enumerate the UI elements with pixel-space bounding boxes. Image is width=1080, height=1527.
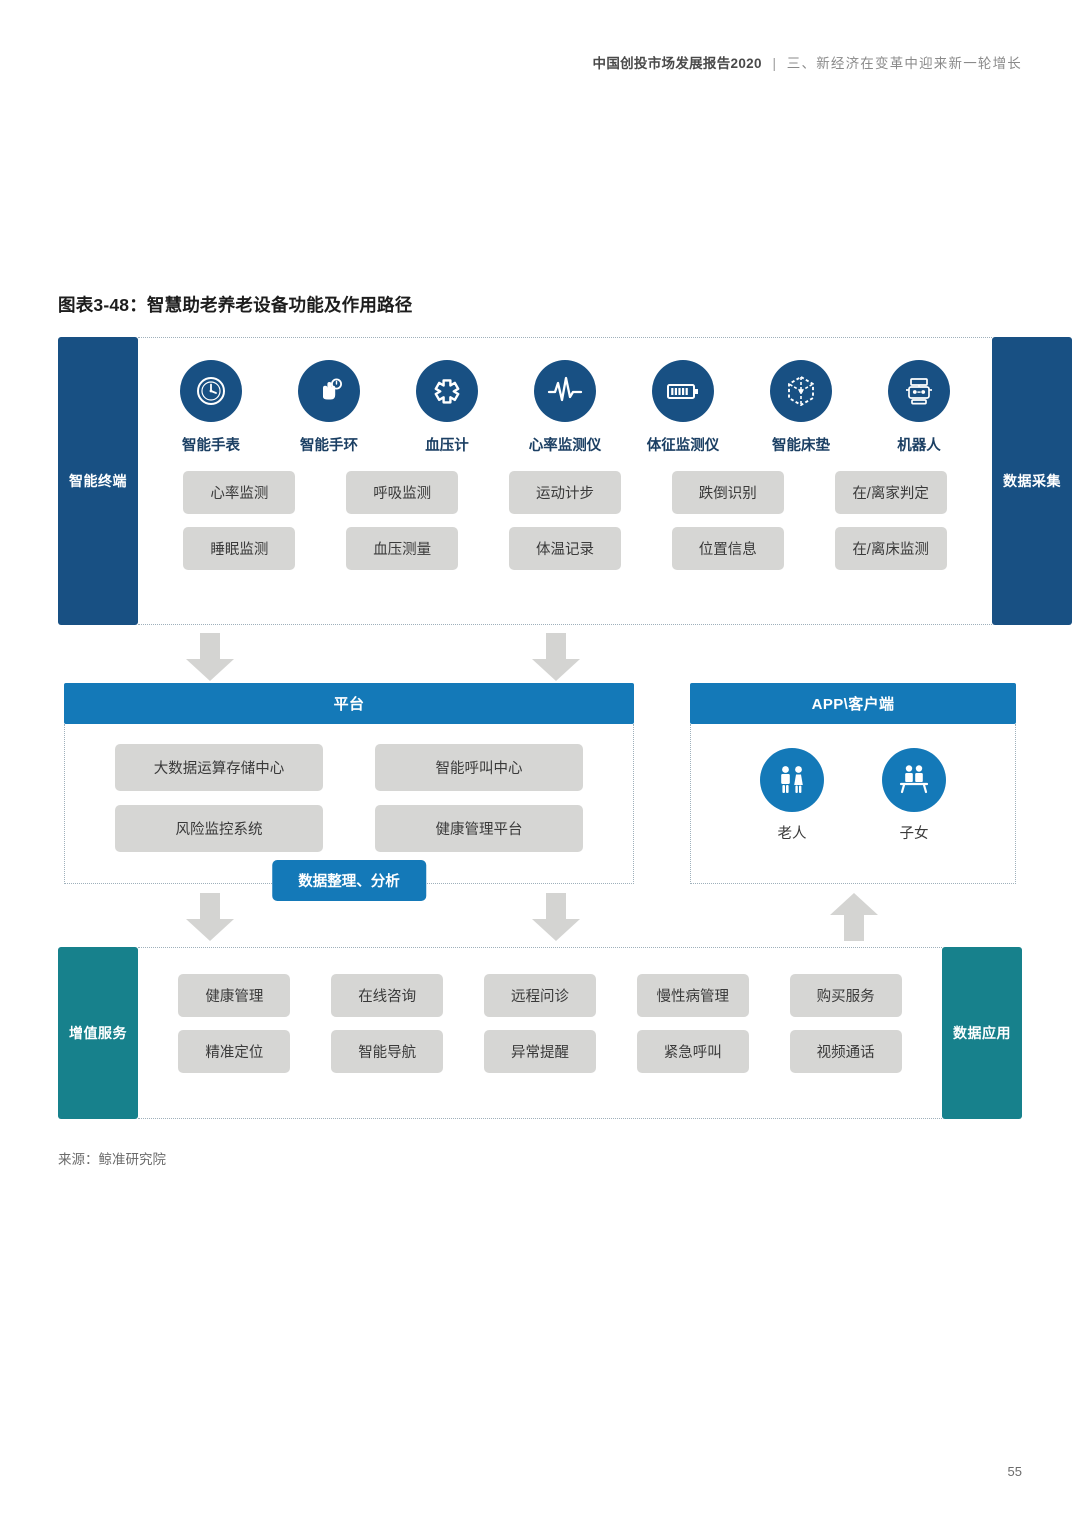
- capability-tag[interactable]: 呼吸监测: [346, 471, 459, 514]
- device-item-vital-signs-monitor[interactable]: 体征监测仪: [624, 360, 742, 455]
- device-list: 智能手表 智能手环: [138, 338, 992, 455]
- device-label: 体征监测仪: [646, 438, 720, 454]
- platform-tag[interactable]: 智能呼叫中心: [375, 744, 583, 791]
- device-label: 智能床垫: [772, 438, 830, 454]
- terminal-capability-tags: 心率监测 睡眠监测 呼吸监测 血压测量 运动计步 体温记录 跌倒识别 位置信息 …: [138, 455, 992, 570]
- service-tag[interactable]: 健康管理: [178, 974, 291, 1017]
- service-tag[interactable]: 紧急呼叫: [636, 1030, 749, 1073]
- device-item-robot[interactable]: 机器人: [860, 360, 978, 455]
- device-label: 心率监测仪: [528, 438, 602, 454]
- capability-tag[interactable]: 血压测量: [346, 527, 459, 570]
- header-separator: |: [772, 56, 777, 71]
- service-tag[interactable]: 在线咨询: [331, 974, 444, 1017]
- app-user-label: 老人: [777, 826, 807, 842]
- tag-column: 购买服务 视频通话: [789, 974, 902, 1073]
- figure-title: 图表3-48：智慧助老养老设备功能及作用路径: [58, 295, 413, 315]
- capability-tag[interactable]: 心率监测: [183, 471, 296, 514]
- capability-tag[interactable]: 运动计步: [508, 471, 621, 514]
- tag-column: 跌倒识别 位置信息: [671, 471, 784, 570]
- app-user-list: 老人: [691, 724, 1015, 843]
- diagram-canvas: 智能终端 智能手表: [58, 337, 1072, 1127]
- service-tag[interactable]: 远程问诊: [483, 974, 596, 1017]
- arrow-services-to-app: [826, 893, 882, 947]
- device-item-smart-band[interactable]: 智能手环: [270, 360, 388, 455]
- capability-tag[interactable]: 跌倒识别: [671, 471, 784, 514]
- battery-icon: [652, 360, 714, 422]
- hand-band-icon: [298, 360, 360, 422]
- heartbeat-pulse-icon: [534, 360, 596, 422]
- tag-column: 远程问诊 异常提醒: [483, 974, 596, 1073]
- service-tag[interactable]: 精准定位: [178, 1030, 291, 1073]
- elderly-couple-icon: [760, 748, 824, 812]
- tag-column: 呼吸监测 血压测量: [346, 471, 459, 570]
- arrow-terminals-to-platform-left: [182, 633, 238, 687]
- app-client-panel: APP\客户端: [690, 683, 1016, 884]
- platform-capability-tags: 大数据运算存储中心 风险监控系统 智能呼叫中心 健康管理平台: [65, 724, 633, 852]
- capability-tag[interactable]: 位置信息: [671, 527, 784, 570]
- data-analysis-badge[interactable]: 数据整理、分析: [272, 860, 426, 901]
- cube-mattress-icon: [770, 360, 832, 422]
- page-number: 55: [1007, 1464, 1022, 1479]
- value-added-service-section: 增值服务 健康管理 精准定位 在线咨询 智能导航 远程问诊 异常提醒 慢性病管理…: [58, 947, 1022, 1119]
- app-user-elderly[interactable]: 老人: [760, 748, 824, 843]
- platform-title: 平台: [64, 683, 634, 724]
- arrow-platform-to-services-right: [528, 893, 584, 947]
- service-tag[interactable]: 购买服务: [789, 974, 902, 1017]
- device-item-smart-watch[interactable]: 智能手表: [152, 360, 270, 455]
- capability-tag[interactable]: 在/离床监测: [834, 527, 947, 570]
- service-tag[interactable]: 视频通话: [789, 1030, 902, 1073]
- arrow-platform-to-services-left: [182, 893, 238, 947]
- robot-icon: [888, 360, 950, 422]
- service-tag[interactable]: 异常提醒: [483, 1030, 596, 1073]
- platform-tag-column: 大数据运算存储中心 风险监控系统: [115, 744, 323, 852]
- figure-source: 来源：鲸准研究院: [58, 1152, 166, 1167]
- section-label-value-added-service: 增值服务: [58, 947, 138, 1119]
- platform-tag-column: 智能呼叫中心 健康管理平台: [375, 744, 583, 852]
- platform-body: 大数据运算存储中心 风险监控系统 智能呼叫中心 健康管理平台 数据整理、分析: [64, 724, 634, 901]
- service-tags: 健康管理 精准定位 在线咨询 智能导航 远程问诊 异常提醒 慢性病管理 紧急呼叫…: [138, 948, 942, 1073]
- tag-column: 在/离家判定 在/离床监测: [834, 471, 947, 570]
- page-header: 中国创投市场发展报告2020 | 三、新经济在变革中迎来新一轮增长: [593, 52, 1022, 72]
- platform-tag[interactable]: 风险监控系统: [115, 805, 323, 852]
- device-label: 机器人: [897, 438, 941, 454]
- tag-column: 慢性病管理 紧急呼叫: [636, 974, 749, 1073]
- capability-tag[interactable]: 睡眠监测: [183, 527, 296, 570]
- tag-column: 健康管理 精准定位: [178, 974, 291, 1073]
- app-user-label: 子女: [899, 826, 929, 842]
- capability-tag[interactable]: 体温记录: [508, 527, 621, 570]
- chapter-subtitle: 三、新经济在变革中迎来新一轮增长: [786, 56, 1022, 71]
- platform-panel: 平台 大数据运算存储中心 风险监控系统 智能呼叫中心 健康管理平台 数据整理、分…: [64, 683, 634, 901]
- tag-column: 运动计步 体温记录: [508, 471, 621, 570]
- service-tag[interactable]: 智能导航: [331, 1030, 444, 1073]
- device-label: 智能手环: [300, 438, 358, 454]
- tag-column: 心率监测 睡眠监测: [183, 471, 296, 570]
- platform-tag[interactable]: 健康管理平台: [375, 805, 583, 852]
- family-children-icon: [882, 748, 946, 812]
- device-label: 血压计: [425, 438, 469, 454]
- section-label-data-application: 数据应用: [942, 947, 1022, 1119]
- app-client-body: 老人: [690, 724, 1016, 884]
- tag-column: 在线咨询 智能导航: [331, 974, 444, 1073]
- report-title: 中国创投市场发展报告2020: [592, 56, 762, 71]
- device-item-heart-rate-monitor[interactable]: 心率监测仪: [506, 360, 624, 455]
- section-label-smart-terminal: 智能终端: [58, 337, 138, 625]
- device-item-blood-pressure-monitor[interactable]: 血压计: [388, 360, 506, 455]
- arrow-terminals-to-platform-right: [528, 633, 584, 687]
- medical-star-icon: [416, 360, 478, 422]
- platform-tag[interactable]: 大数据运算存储中心: [115, 744, 323, 791]
- smart-terminal-body: 智能手表 智能手环: [138, 337, 992, 625]
- device-item-smart-mattress[interactable]: 智能床垫: [742, 360, 860, 455]
- app-user-children[interactable]: 子女: [882, 748, 946, 843]
- smart-terminal-section: 智能终端 智能手表: [58, 337, 1072, 625]
- watch-clock-icon: [180, 360, 242, 422]
- app-client-title: APP\客户端: [690, 683, 1016, 724]
- service-tag[interactable]: 慢性病管理: [636, 974, 749, 1017]
- section-label-data-collection: 数据采集: [992, 337, 1072, 625]
- device-label: 智能手表: [182, 438, 240, 454]
- value-added-service-body: 健康管理 精准定位 在线咨询 智能导航 远程问诊 异常提醒 慢性病管理 紧急呼叫…: [138, 947, 942, 1119]
- capability-tag[interactable]: 在/离家判定: [834, 471, 947, 514]
